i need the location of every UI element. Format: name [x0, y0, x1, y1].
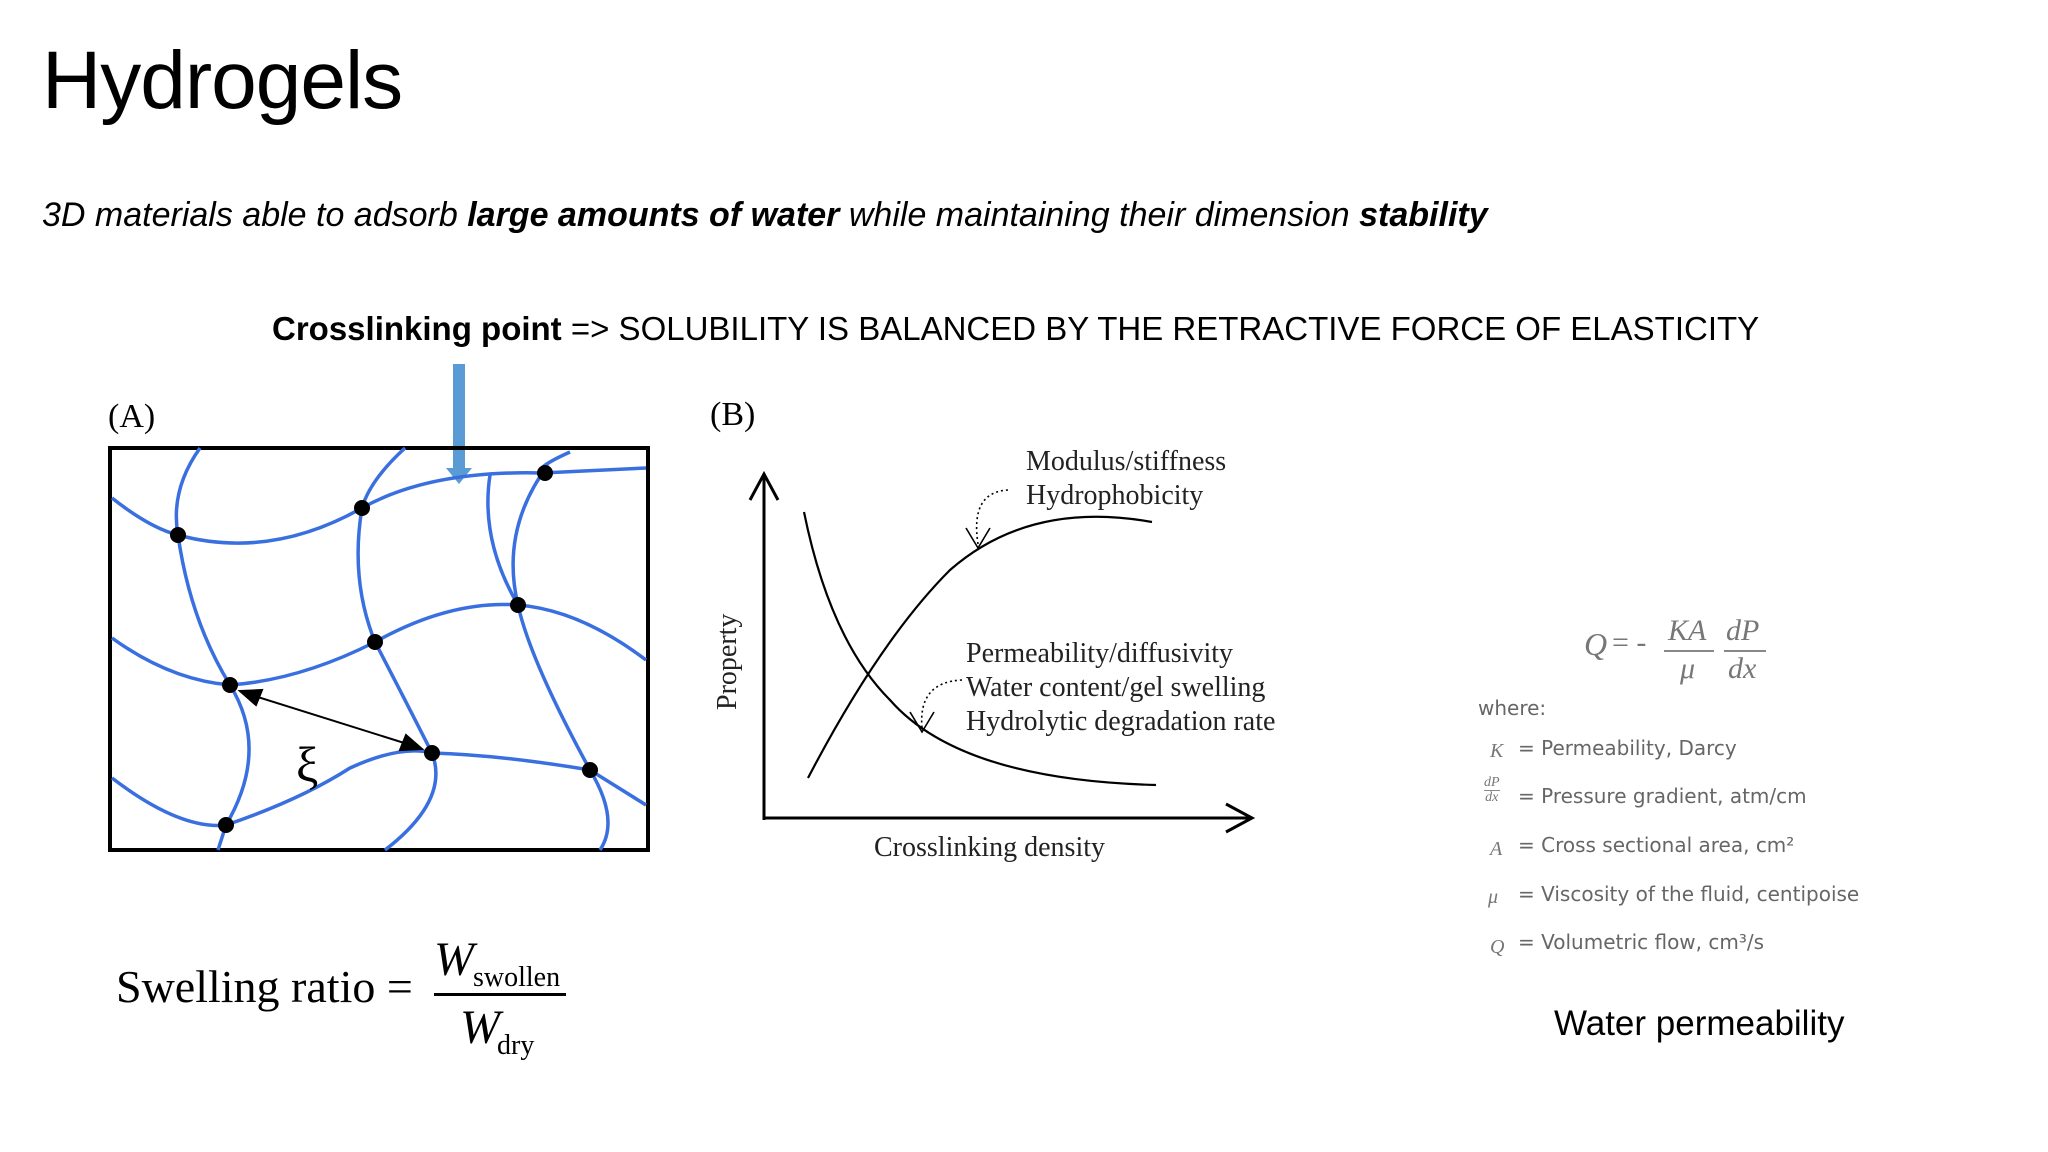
falling-label-2: Water content/gel swelling — [966, 672, 1266, 703]
hydrogel-network-diagram — [108, 364, 650, 852]
def-sym-dx: dx — [1484, 790, 1500, 805]
def-text-q: = Volumetric flow, cm³/s — [1518, 930, 1765, 954]
darcy-num2: dP — [1726, 614, 1760, 647]
crosslink-arrow-shaft — [453, 364, 465, 470]
strand-v3b — [486, 474, 520, 606]
panel-a-label: (A) — [108, 398, 156, 435]
crosslinking-statement: Crosslinking point => SOLUBILITY IS BALA… — [272, 310, 1759, 348]
x-axis-arrowhead — [1225, 802, 1256, 834]
def-sym-dp: dP — [1484, 775, 1500, 790]
def-text-k: = Permeability, Darcy — [1518, 736, 1737, 760]
rising-curve — [807, 515, 1153, 779]
y-axis-arrowhead — [748, 470, 780, 501]
swelling-num-w: W — [434, 933, 474, 986]
crosslink-point — [354, 500, 370, 516]
subtitle-part2: large amounts of water — [467, 196, 840, 234]
darcy-q: Q — [1584, 626, 1608, 662]
crosslink-point — [537, 465, 553, 481]
crosslink-point — [170, 527, 186, 543]
crosslink-point — [424, 745, 440, 761]
rising-callout — [975, 489, 1009, 545]
y-axis-label: Property — [712, 613, 743, 710]
swelling-num-sub: swollen — [473, 962, 561, 993]
crosslinking-rest: => SOLUBILITY IS BALANCED BY THE RETRACT… — [561, 310, 1760, 347]
def-sym-q: Q — [1490, 936, 1505, 958]
slide-title: Hydrogels — [42, 35, 403, 126]
def-sym-a: A — [1490, 838, 1503, 860]
mesh-arrow-head-left — [237, 688, 264, 707]
swelling-ratio-lhs: Swelling ratio = — [116, 961, 413, 1012]
def-sym-mu: μ — [1488, 886, 1499, 908]
swelling-den-sub: dry — [497, 1030, 535, 1061]
swelling-den-w: W — [460, 1001, 500, 1054]
darcy-where: where: — [1478, 696, 1547, 720]
mesh-arrow-head-right — [398, 733, 425, 752]
falling-label-3: Hydrolytic degradation rate — [966, 706, 1276, 737]
darcy-bar2 — [1724, 650, 1766, 652]
falling-callout — [920, 679, 963, 729]
water-permeability-caption: Water permeability — [1554, 1004, 1845, 1043]
falling-label-1: Permeability/diffusivity — [966, 638, 1234, 669]
strand-v3 — [511, 450, 610, 851]
crosslink-point — [510, 597, 526, 613]
mesh-size-xi: ξ — [296, 736, 319, 792]
falling-curve — [802, 511, 1157, 787]
strand-h3 — [110, 749, 647, 828]
def-text-mu: = Viscosity of the fluid, centipoise — [1518, 882, 1860, 906]
swelling-fraction-bar — [434, 993, 566, 996]
mesh-size-arrow — [244, 692, 418, 748]
crosslink-point — [367, 634, 383, 650]
property-vs-crosslinking-graph — [748, 470, 1256, 834]
darcy-equals-minus: = - — [1612, 626, 1647, 659]
network-frame — [108, 446, 650, 852]
rising-callout-head — [965, 527, 991, 550]
strand-v1 — [174, 446, 251, 851]
crosslink-point — [218, 817, 234, 833]
def-text-dpdx: = Pressure gradient, atm/cm — [1518, 784, 1807, 808]
subtitle-part1: 3D materials able to adsorb — [42, 196, 468, 234]
falling-callout-head — [909, 711, 935, 734]
rising-label-1: Modulus/stiffness — [1026, 446, 1227, 477]
def-sym-dpdx: dP dx — [1484, 776, 1500, 805]
def-text-a: = Cross sectional area, cm² — [1518, 833, 1795, 857]
strand-h1 — [110, 466, 647, 545]
def-sym-k: K — [1490, 740, 1504, 762]
subtitle-part3: while maintaining their dimension — [839, 196, 1360, 234]
darcy-bar1 — [1664, 650, 1714, 652]
panel-b-label: (B) — [710, 396, 756, 433]
crosslink-point — [222, 677, 238, 693]
crosslinking-bold: Crosslinking point — [272, 310, 562, 347]
subtitle-part4: stability — [1359, 196, 1488, 234]
darcy-den1: μ — [1680, 652, 1696, 685]
crosslink-point — [582, 762, 598, 778]
darcy-den2: dx — [1728, 652, 1757, 685]
darcy-num1: KA — [1668, 614, 1707, 647]
x-axis-label: Crosslinking density — [874, 832, 1106, 863]
slide-subtitle: 3D materials able to adsorb large amount… — [42, 196, 1488, 235]
rising-label-2: Hydrophobicity — [1026, 480, 1204, 511]
